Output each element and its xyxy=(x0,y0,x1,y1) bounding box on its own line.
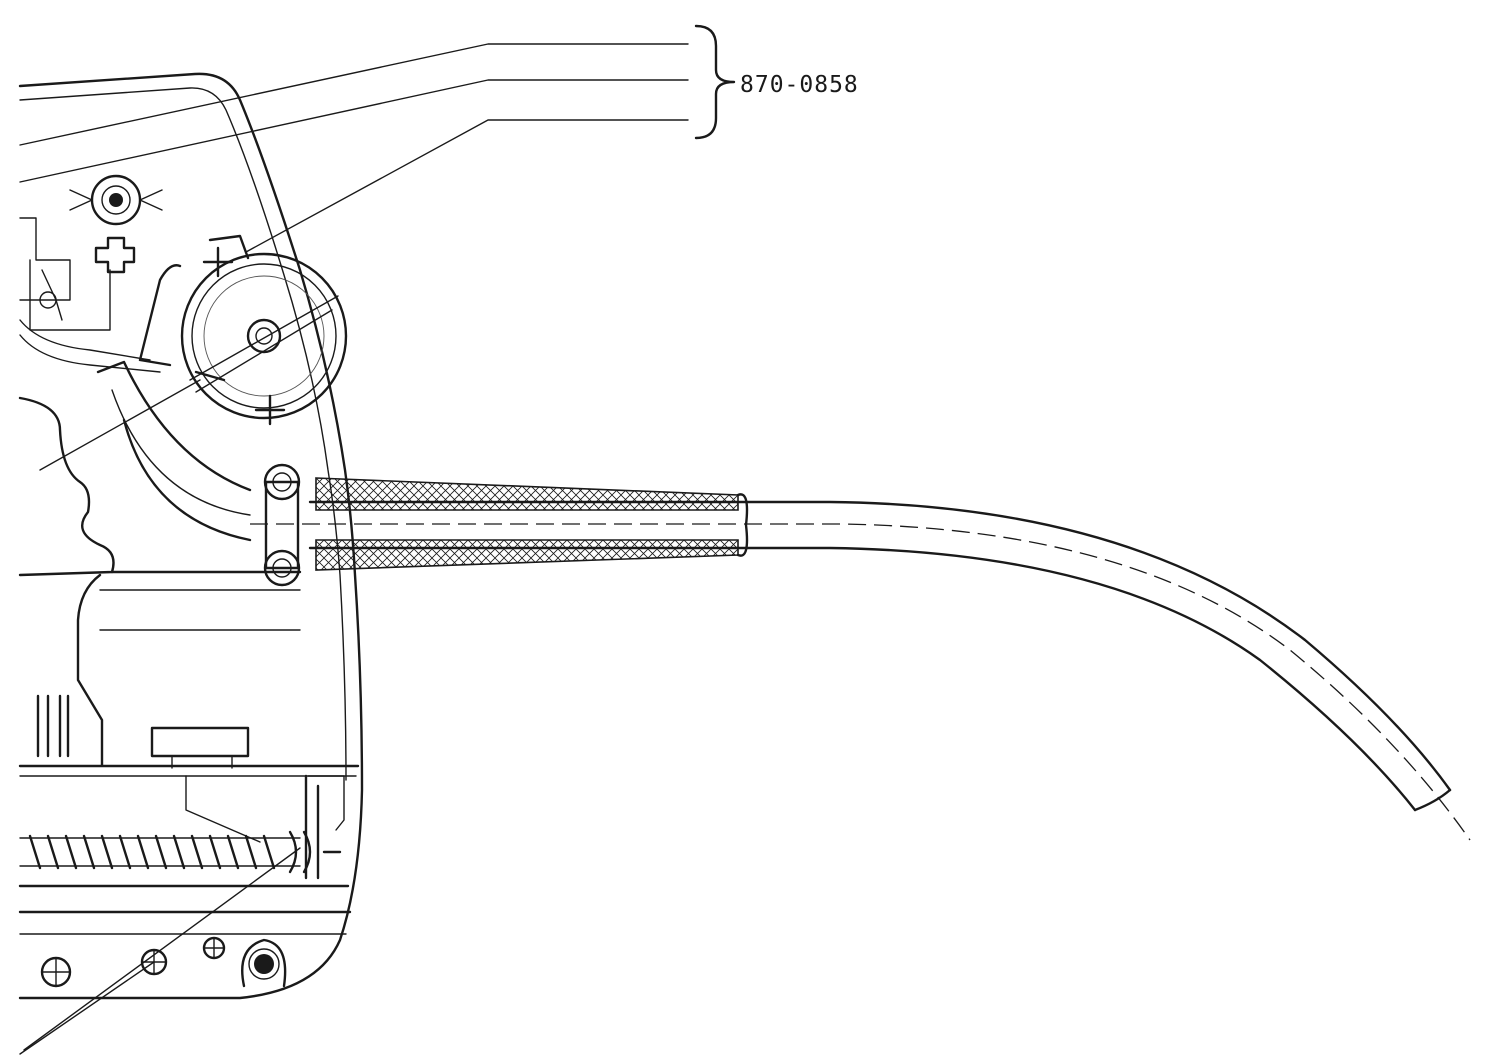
pivot-assembly xyxy=(138,234,348,426)
lower-mechanism xyxy=(18,694,360,935)
upper-mechanism xyxy=(19,174,163,373)
feed-hose xyxy=(39,360,252,542)
housing-outline xyxy=(18,72,364,1000)
leader-lines xyxy=(19,43,689,1055)
hose-clamp xyxy=(263,463,301,587)
bottom-fasteners xyxy=(40,936,287,988)
part-number-label: 870-0858 xyxy=(740,72,859,98)
callout-brace xyxy=(694,24,736,140)
spout-cable xyxy=(250,500,1471,841)
